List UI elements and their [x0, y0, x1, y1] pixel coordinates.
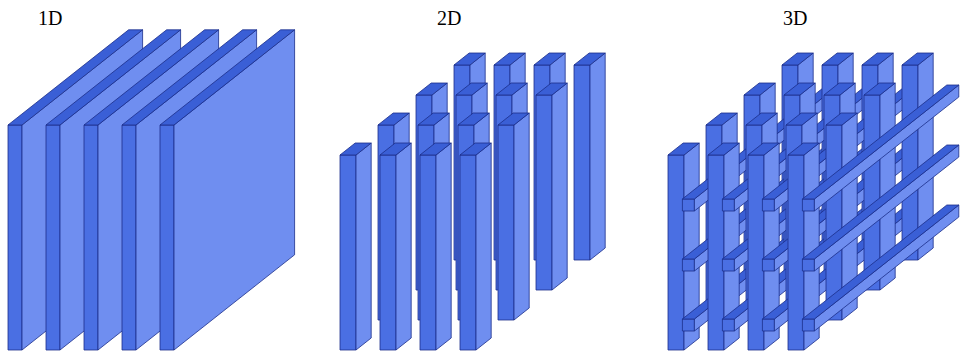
block-face [814, 205, 958, 331]
block-face [574, 53, 605, 65]
panel-label: 3D [783, 6, 807, 30]
block-face [536, 83, 567, 95]
block-face [802, 85, 958, 199]
block-face [682, 259, 694, 271]
block-face [380, 143, 411, 155]
block-face [496, 83, 527, 95]
block-face [476, 143, 491, 350]
block-face [378, 113, 409, 125]
block-face [748, 143, 779, 155]
block-face [380, 155, 396, 350]
block-face [396, 143, 411, 350]
block-face [682, 199, 694, 211]
block-face [668, 155, 684, 350]
block-face [682, 319, 694, 331]
block-face [802, 199, 814, 211]
block-face [824, 83, 855, 95]
block-face [552, 83, 567, 290]
block-face [494, 53, 525, 65]
bar [802, 205, 958, 331]
block-face [782, 53, 813, 65]
block-face [534, 53, 565, 65]
block-face [454, 53, 485, 65]
bar [802, 145, 958, 271]
block-face [536, 95, 552, 290]
one-d-slabs [8, 30, 295, 350]
block-face [340, 143, 371, 155]
block-face [762, 319, 774, 331]
block-face [814, 145, 958, 271]
block-face [498, 113, 529, 125]
block-face [706, 113, 737, 125]
block-face [722, 199, 734, 211]
block-face [514, 113, 529, 320]
block-face [590, 53, 605, 260]
block-face [460, 155, 476, 350]
block-face [802, 319, 814, 331]
panel-label: 1D [38, 6, 62, 30]
block-face [418, 113, 449, 125]
block-face [8, 125, 22, 350]
two-d-rods [340, 53, 605, 350]
block-face [722, 259, 734, 271]
rod [574, 53, 605, 260]
rod [340, 143, 371, 350]
block-face [456, 83, 487, 95]
block-face [748, 155, 764, 350]
block-face [762, 259, 774, 271]
block-face [708, 143, 739, 155]
block-face [160, 30, 295, 125]
block-face [746, 113, 777, 125]
block-face [814, 85, 958, 211]
block-face [862, 53, 893, 65]
block-face [356, 143, 371, 350]
block-face [788, 155, 804, 350]
rod [536, 83, 567, 290]
block-face [788, 143, 819, 155]
block-face [84, 125, 98, 350]
block-face [826, 113, 857, 125]
block-face [458, 113, 489, 125]
block-face [762, 199, 774, 211]
block-face [864, 83, 895, 95]
three-d-lattice [668, 53, 959, 350]
block-face [722, 319, 734, 331]
block-face [708, 155, 724, 350]
rod [498, 113, 529, 320]
block-face [802, 259, 814, 271]
block-face [744, 83, 775, 95]
block-face [46, 125, 60, 350]
block-face [822, 53, 853, 65]
bar [802, 85, 958, 211]
rod [460, 143, 491, 350]
panel-label: 2D [437, 6, 461, 30]
block-face [160, 125, 174, 350]
block-face [420, 155, 436, 350]
block-face [416, 83, 447, 95]
slab [160, 30, 295, 350]
block-face [902, 53, 933, 65]
block-face [420, 143, 451, 155]
block-face [460, 143, 491, 155]
rod [420, 143, 451, 350]
block-face [786, 113, 817, 125]
block-face [668, 143, 699, 155]
block-face [574, 65, 590, 260]
rod [380, 143, 411, 350]
block-face [784, 83, 815, 95]
block-face [436, 143, 451, 350]
block-face [122, 125, 136, 350]
block-face [340, 155, 356, 350]
block-face [498, 125, 514, 320]
